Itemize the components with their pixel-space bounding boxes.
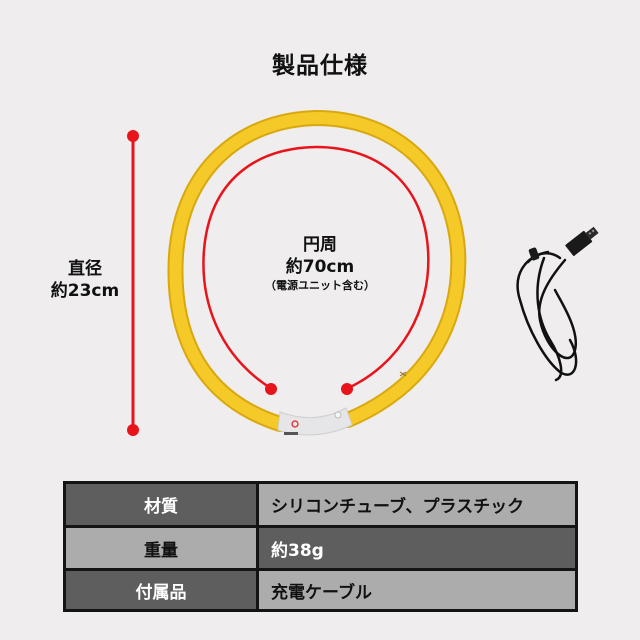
charge-port-icon bbox=[334, 411, 342, 419]
diameter-label: 直径 約23cm bbox=[30, 258, 140, 302]
usb-cable-icon bbox=[516, 226, 599, 382]
circumference-title: 円周 bbox=[303, 235, 337, 255]
spec-key: 重量 bbox=[66, 528, 256, 568]
spec-value: 充電ケーブル bbox=[259, 571, 575, 609]
power-button-icon bbox=[291, 420, 299, 428]
circumference-measure-arc bbox=[202, 145, 430, 395]
spec-value: シリコンチューブ、プラスチック bbox=[259, 484, 575, 525]
diameter-measure-line bbox=[127, 130, 139, 436]
product-diagram bbox=[127, 109, 599, 436]
page-title: 製品仕様 bbox=[272, 53, 368, 79]
spec-row-weight: 重量 約38g bbox=[66, 528, 575, 568]
power-unit bbox=[277, 407, 353, 436]
spec-value: 約38g bbox=[259, 528, 575, 568]
spec-key: 材質 bbox=[66, 484, 256, 525]
diameter-value: 約23cm bbox=[50, 281, 120, 301]
circumference-note: （電源ユニット含む） bbox=[265, 279, 375, 292]
circumference-label: 円周 約70cm （電源ユニット含む） bbox=[220, 234, 420, 293]
circumference-value: 約70cm bbox=[285, 257, 355, 277]
spec-key: 付属品 bbox=[66, 571, 256, 609]
led-collar-ring bbox=[167, 109, 467, 432]
spec-table: 材質 シリコンチューブ、プラスチック 重量 約38g 付属品 充電ケーブル bbox=[63, 481, 578, 612]
spec-row-material: 材質 シリコンチューブ、プラスチック bbox=[66, 484, 575, 525]
diameter-title: 直径 bbox=[68, 259, 102, 279]
spec-row-accessories: 付属品 充電ケーブル bbox=[66, 571, 575, 609]
